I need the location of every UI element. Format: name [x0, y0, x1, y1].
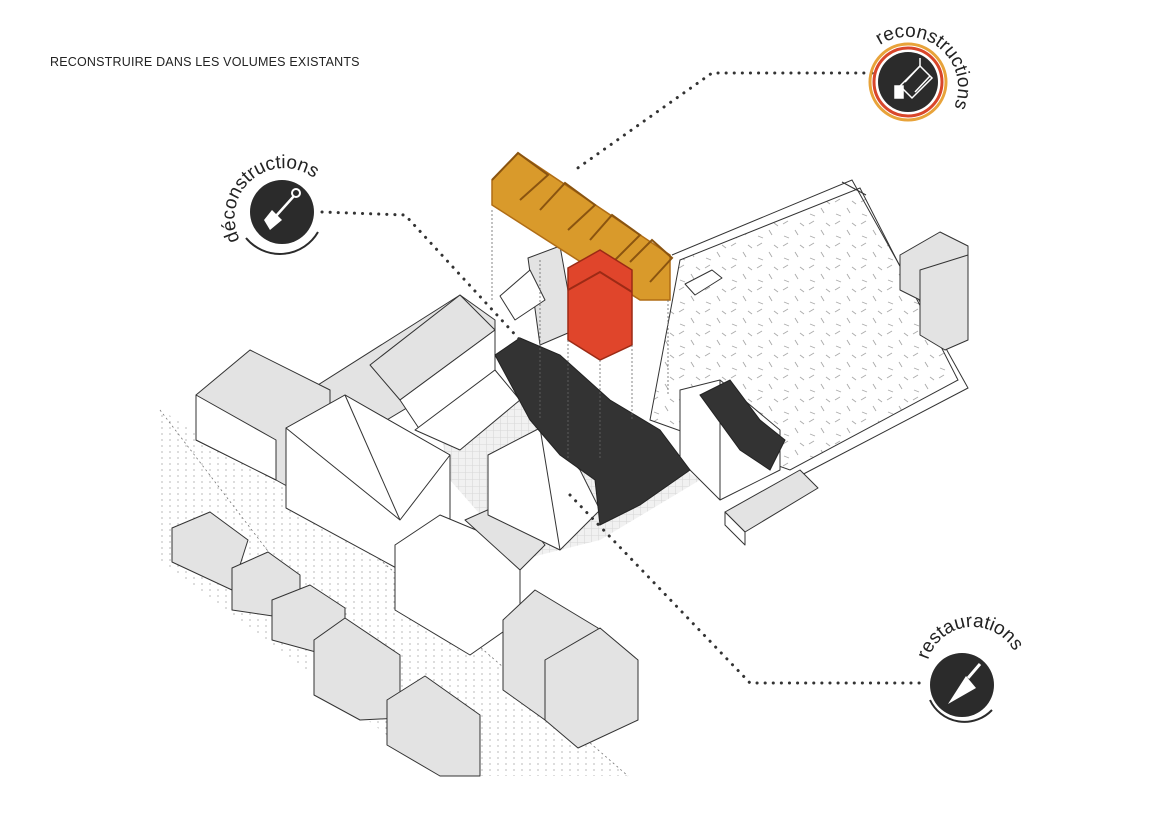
buildings-east	[684, 231, 969, 546]
shovel-icon	[264, 188, 301, 230]
leader-lines	[320, 71, 924, 685]
callout-restaurations[interactable]: restaurations	[913, 611, 1028, 723]
diagram-title: RECONSTRUIRE DANS LES VOLUMES EXISTANTS	[50, 55, 360, 69]
buildings-west	[195, 349, 781, 656]
callout-reconstructions[interactable]: reconstructions	[868, 21, 974, 122]
badge-deconstructions	[250, 180, 314, 244]
buildings-south	[171, 511, 639, 777]
trowel-icon	[948, 663, 982, 704]
projection-lines	[491, 210, 669, 460]
deconstruction-volumes	[494, 337, 786, 526]
crane-load-icon	[894, 58, 934, 100]
badge-reconstructions	[878, 52, 938, 112]
reconstruction-orange-frame	[491, 151, 674, 301]
reconstruction-red-frame	[567, 249, 633, 361]
callout-deconstructions[interactable]: déconstructions	[218, 152, 323, 255]
